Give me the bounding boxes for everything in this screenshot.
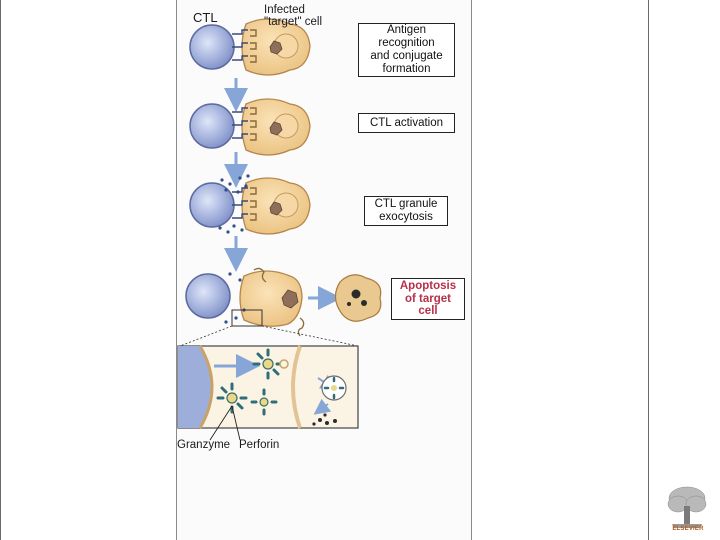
viral-antigen-icon [281, 289, 299, 309]
slide-right-border [648, 0, 649, 540]
step-text: exocytosis [379, 211, 433, 223]
step-box-ctl-activation: CTL activation [358, 113, 455, 133]
granzyme-perforin-complex [250, 388, 278, 416]
step-text: CTL granule [374, 198, 438, 211]
granzyme-perforin-complex [216, 382, 248, 414]
vesicle-core [331, 385, 337, 391]
granzyme-label: Granzyme [177, 439, 231, 451]
step-text: and conjugate [370, 50, 443, 62]
receptor-pairs [232, 29, 257, 63]
granzyme-pointer [209, 405, 233, 441]
apoptotic-cell [334, 274, 382, 322]
step-box-granule-exocytosis: CTL granule exocytosis [364, 196, 448, 226]
perforin-pores [253, 267, 305, 337]
step-box-apoptosis: Apoptosis of target cell [391, 278, 465, 320]
perforin-pointer [231, 405, 241, 441]
step-text: Apoptosis [399, 279, 457, 292]
elsevier-wordmark: ELSEVIER [672, 526, 704, 532]
step-text: Antigen [386, 24, 426, 37]
stage-1-conjugate [189, 18, 311, 76]
stage-2-activation [189, 98, 311, 156]
internalized-granzyme [323, 376, 345, 400]
viral-antigen-icon [269, 121, 283, 136]
receptor-pairs [232, 107, 257, 141]
infected-label-line2: "target" cell [264, 16, 323, 28]
step-text: CTL activation [369, 116, 444, 129]
ctl-membrane [178, 346, 212, 428]
fragmented-nucleus [361, 300, 367, 306]
step-text: formation [382, 62, 431, 75]
stage-4-apoptosis [179, 267, 382, 347]
step-box-antigen-recognition: Antigen recognition and conjugate format… [358, 23, 455, 77]
target-membrane [291, 345, 302, 429]
zoom-region-box [231, 309, 263, 327]
step-text: recognition [378, 37, 435, 50]
zoom-guide-left [179, 325, 233, 347]
ctl-cell [189, 103, 235, 149]
zoom-guide-right [261, 325, 359, 347]
elsevier-tree-logo [664, 484, 710, 536]
stage-3-granule-exocytosis [189, 174, 311, 235]
ctl-label: CTL [193, 10, 218, 25]
step-text: cell [418, 305, 438, 318]
infected-label-line1: Infected [264, 4, 305, 16]
zoom-inset [177, 345, 359, 441]
target-cell [239, 270, 303, 327]
viral-antigen-icon [269, 40, 283, 55]
ctl-membrane-edge [198, 345, 214, 429]
dna-fragments [312, 413, 337, 426]
fragmented-nucleus [347, 302, 351, 306]
ctl-cell [185, 273, 231, 319]
granule-dots [218, 174, 250, 234]
step-text: of target [405, 292, 451, 305]
granzyme-perforin-complex [252, 348, 289, 380]
perforin-label: Perforin [239, 439, 280, 451]
viral-antigen-icon [269, 201, 283, 216]
fragmented-nucleus [351, 289, 361, 299]
ctl-cell [189, 24, 235, 70]
slide-left-border [0, 0, 1, 540]
inset-arrow-3 [313, 398, 332, 415]
